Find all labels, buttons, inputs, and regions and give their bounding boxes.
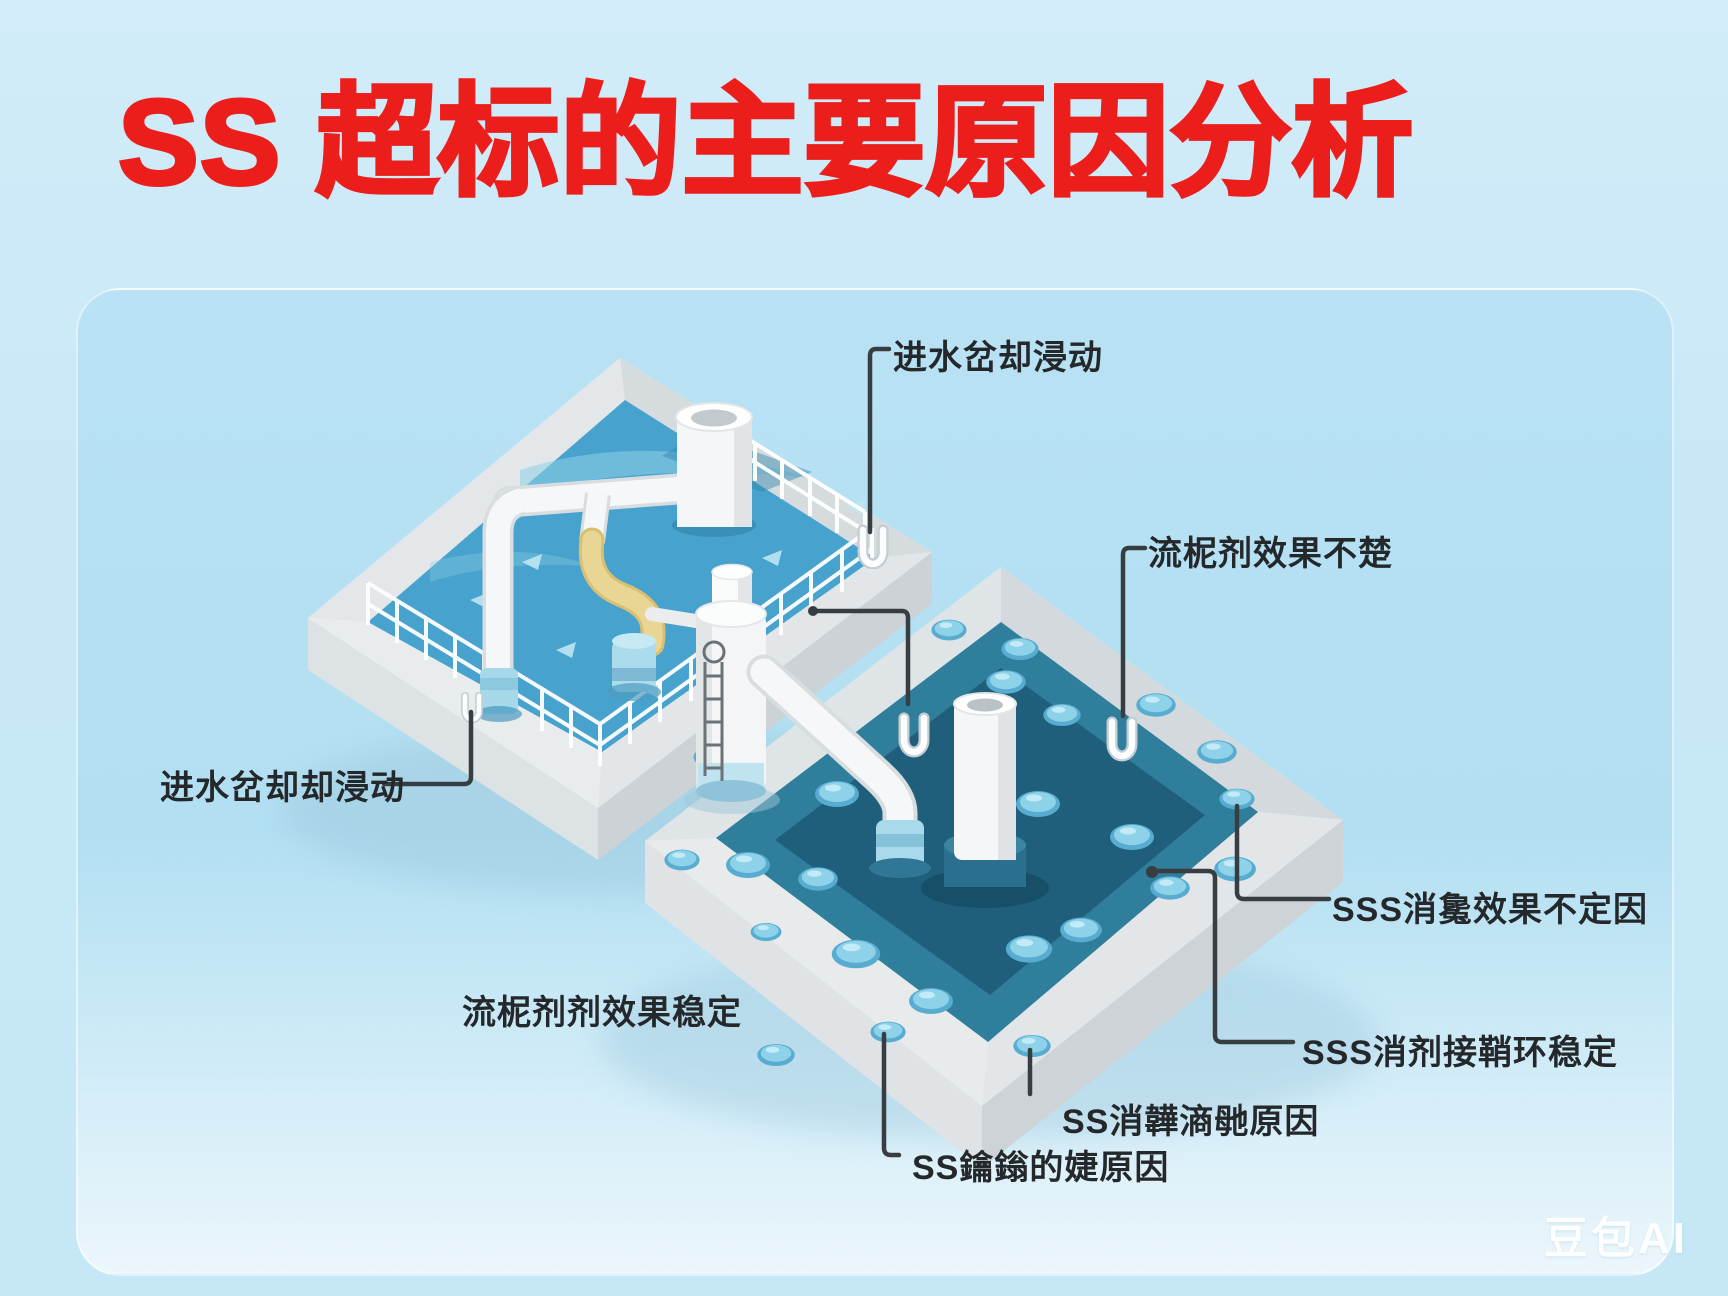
label-ss-cause-bottom: SS鑰鎓的婕原因 (912, 1149, 1170, 1187)
label-influent-top: 进水岔却浸动 (893, 339, 1103, 377)
page-title: SS 超标的主要原因分析 (116, 72, 1415, 212)
label-flocculant-right: 流柅剂效果不楚 (1148, 535, 1393, 573)
label-flocculant-bottom-left: 流柅剂剂效果稳定 (462, 994, 742, 1032)
label-disinfection-stable-right: SSS消剂接鞘环稳定 (1302, 1034, 1619, 1072)
label-ss-cause-mid: SS消韡滳毑原因 (1062, 1103, 1320, 1141)
doubao-ai-watermark: 豆包AI (1544, 1214, 1688, 1263)
label-disinfection-effect-right: SSS消毚效果不定因 (1332, 891, 1649, 929)
label-influent-left: 进水岔却却浸动 (160, 769, 405, 807)
